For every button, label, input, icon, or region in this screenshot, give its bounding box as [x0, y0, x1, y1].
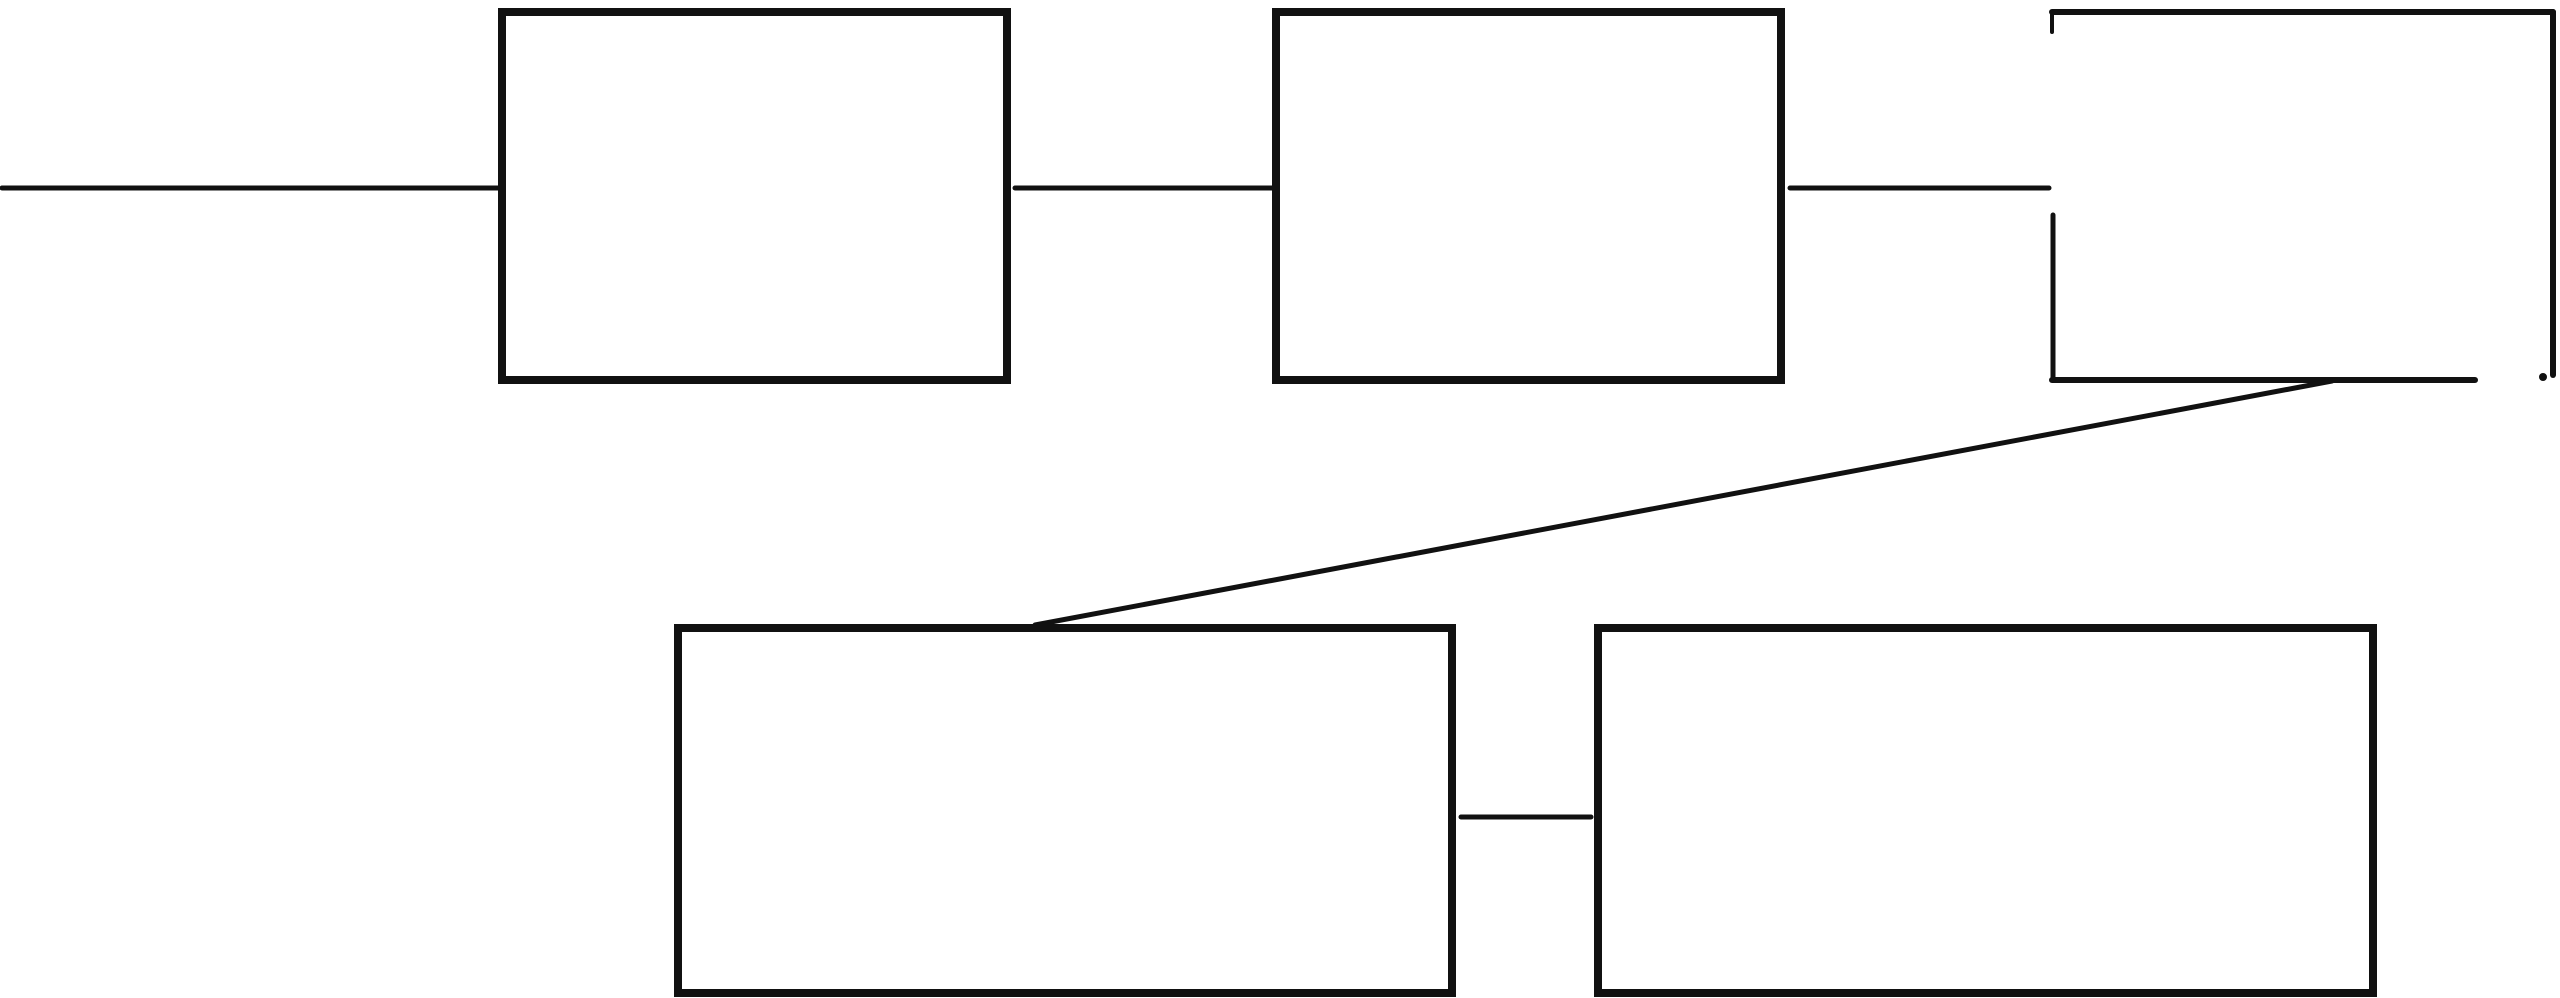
box-2	[1272, 8, 1785, 384]
box-1	[498, 8, 1011, 384]
box-3	[2049, 9, 2556, 383]
box-3-end-dot	[2539, 373, 2547, 381]
box-4	[674, 624, 1456, 997]
edge-box-3-to-box-4	[1032, 378, 2335, 628]
box-5	[1594, 624, 2377, 997]
